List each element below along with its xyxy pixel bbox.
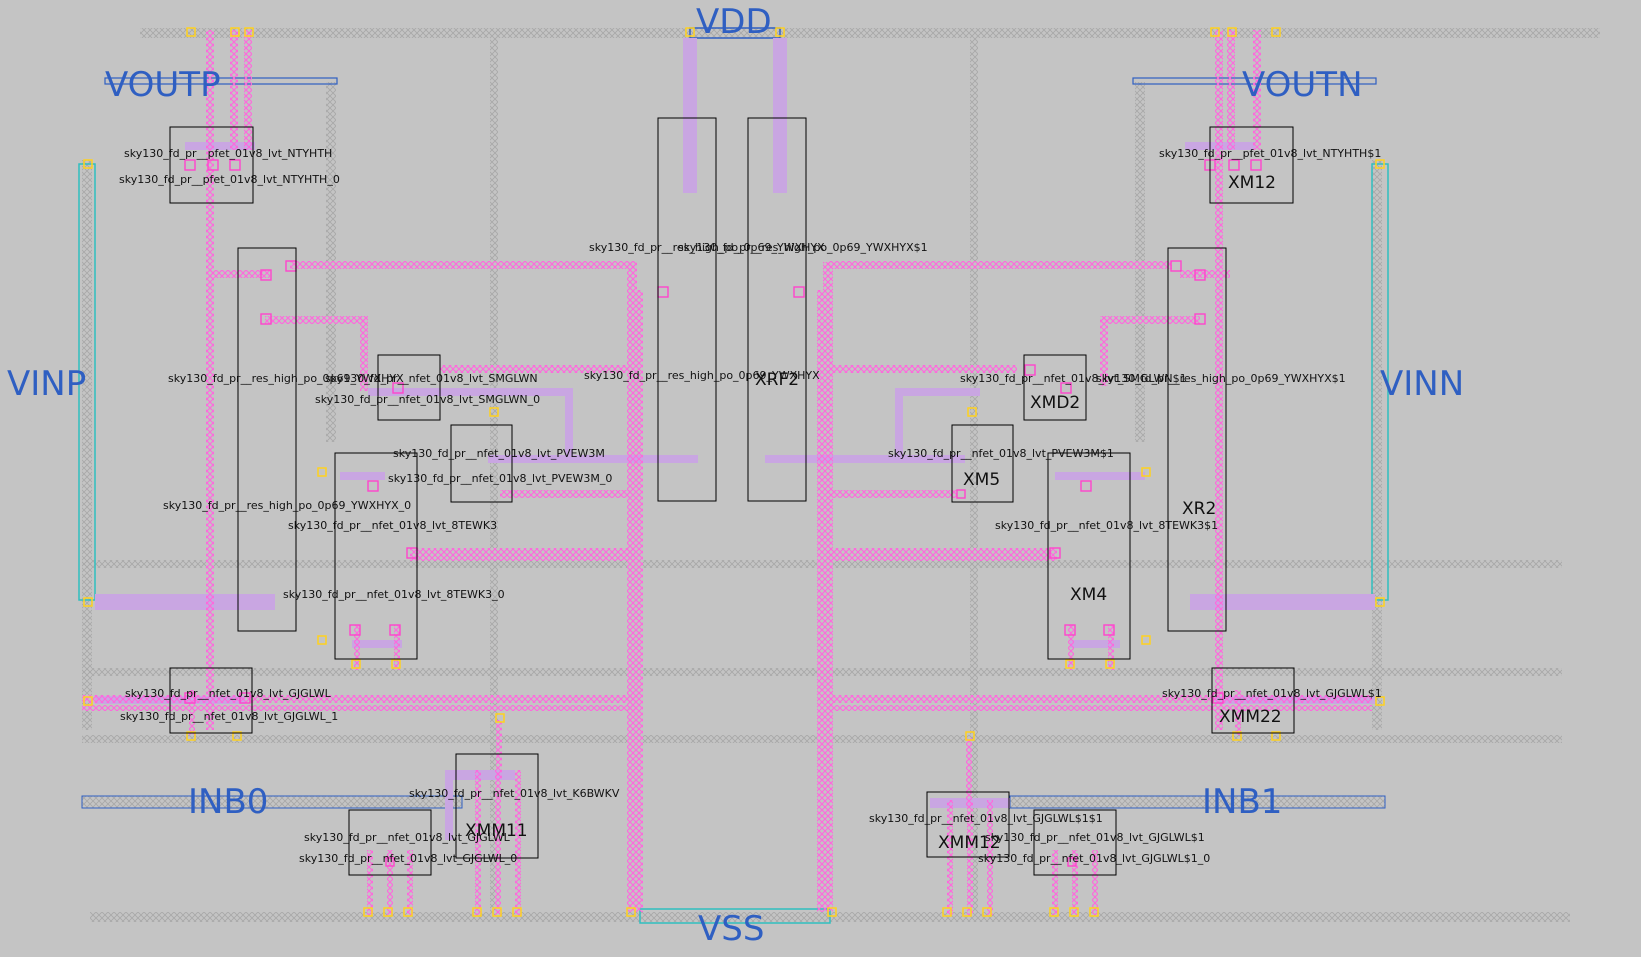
cell-pfet-right bbox=[1209, 126, 1294, 204]
instance-label-xmm12: XMM12 bbox=[938, 833, 1001, 853]
cell-label-smglwn-right: sky130_fd_pr__nfet_01v8_lvt_SMGLWN$1 bbox=[960, 372, 1187, 385]
cell-label-gjg-bottom-right-0: sky130_fd_pr__nfet_01v8_lvt_GJGLWL$1_0 bbox=[978, 852, 1210, 865]
cell-label-res-right: sky130_fd_pr__res_high_po_0p69_YWXHYX$1 bbox=[1096, 372, 1346, 385]
cell-label-pfet-right: sky130_fd_pr__pfet_01v8_lvt_NTYHTH$1 bbox=[1159, 147, 1381, 160]
cell-label-gjg-left: sky130_fd_pr__nfet_01v8_lvt_GJGLWL bbox=[125, 687, 332, 700]
label-vinp: VINP bbox=[7, 364, 86, 404]
instance-label-xm5: XM5 bbox=[963, 470, 1000, 490]
contact-markers bbox=[184, 159, 1262, 867]
cell-res-left bbox=[237, 247, 297, 632]
cell-tewk-right bbox=[1047, 452, 1131, 660]
cell-label-res-center-top: sky130_fd_pr__res_high_po_0p69_YWXHYX bbox=[589, 241, 825, 254]
label-voutp: VOUTP bbox=[105, 65, 221, 105]
cell-pfet-left bbox=[169, 126, 254, 204]
cell-label-tewk-left-0: sky130_fd_pr__nfet_01v8_lvt_8TEWK3_0 bbox=[283, 588, 505, 601]
cell-res-right bbox=[1167, 247, 1227, 632]
cell-smglwn-left bbox=[377, 354, 441, 421]
cell-pvew-right bbox=[951, 424, 1014, 503]
cell-label-gjg-bottom-center: sky130_fd_pr__nfet_01v8_lvt_GJGLWL$1$1 bbox=[869, 812, 1103, 825]
instance-label-xm4: XM4 bbox=[1070, 585, 1107, 605]
cell-label-gjg-right: sky130_fd_pr__nfet_01v8_lvt_GJGLWL$1 bbox=[1162, 687, 1382, 700]
label-inb1: INB1 bbox=[1202, 782, 1282, 822]
instance-label-xmm22: XMM22 bbox=[1219, 707, 1282, 727]
label-vdd: VDD bbox=[696, 2, 772, 42]
cell-label-pfet-left-0: sky130_fd_pr__pfet_01v8_lvt_NTYHTH_0 bbox=[119, 173, 340, 186]
via-markers bbox=[83, 27, 1385, 917]
inb1-pin bbox=[1009, 795, 1386, 809]
cell-outlines bbox=[169, 117, 1295, 876]
vinn-pin bbox=[1371, 163, 1389, 601]
cell-label-gjg-bottom-left-0: sky130_fd_pr__nfet_01v8_lvt_GJGLWL_0 bbox=[299, 852, 517, 865]
cell-res-center-left bbox=[657, 117, 717, 502]
cell-label-smglwn-left: sky130_fd_pr__nfet_01v8_lvt_SMGLWN bbox=[325, 372, 538, 385]
inb0-pin bbox=[81, 795, 463, 809]
cell-gjg-left bbox=[169, 667, 253, 734]
cell-gjg-bottom-center bbox=[926, 791, 1010, 858]
label-voutn: VOUTN bbox=[1242, 65, 1363, 105]
cell-smglwn-right bbox=[1023, 354, 1087, 421]
cell-label-gjg-left-1: sky130_fd_pr__nfet_01v8_lvt_GJGLWL_1 bbox=[120, 710, 338, 723]
metal-layer bbox=[82, 30, 1372, 915]
label-vss: VSS bbox=[698, 909, 764, 949]
cell-label-res-center-top-1: sky130_fd_pr__res_high_po_0p69_YWXHYX$1 bbox=[678, 241, 928, 254]
instance-label-xrf2: XRF2 bbox=[755, 370, 799, 390]
cell-gjg-bottom-left bbox=[348, 809, 432, 876]
vdd-pin bbox=[689, 27, 781, 39]
instance-label-xr2: XR2 bbox=[1182, 499, 1216, 519]
cell-label-tewk-left: sky130_fd_pr__nfet_01v8_lvt_8TEWK3 bbox=[288, 519, 497, 532]
label-vinn: VINN bbox=[1380, 364, 1464, 404]
cell-gjg-right bbox=[1211, 667, 1295, 734]
cell-label-pvew-left-0: sky130_fd_pr__nfet_01v8_lvt_PVEW3M_0 bbox=[388, 472, 612, 485]
cell-label-pvew-left: sky130_fd_pr__nfet_01v8_lvt_PVEW3M bbox=[393, 447, 605, 460]
cell-gjg-bottom-right bbox=[1033, 809, 1117, 876]
cell-label-gjg-bottom-left: sky130_fd_pr__nfet_01v8_lvt_GJGLWL bbox=[304, 831, 511, 844]
cell-label-smglwn-left-0: sky130_fd_pr__nfet_01v8_lvt_SMGLWN_0 bbox=[315, 393, 540, 406]
instance-label-xmd2: XMD2 bbox=[1030, 393, 1080, 413]
instance-label-xmm11: XMM11 bbox=[465, 821, 528, 841]
cell-label-res-left-0: sky130_fd_pr__res_high_po_0p69_YWXHYX_0 bbox=[163, 499, 411, 512]
cell-label-pvew-right: sky130_fd_pr__nfet_01v8_lvt_PVEW3M$1 bbox=[888, 447, 1114, 460]
cell-label-tewk-right: sky130_fd_pr__nfet_01v8_lvt_8TEWK3$1 bbox=[995, 519, 1218, 532]
cell-label-res-left: sky130_fd_pr__res_high_po_0p69_YWXHYX bbox=[168, 372, 404, 385]
cell-label-res-center-mid: sky130_fd_pr__res_high_po_0p69_YWXHYX bbox=[584, 369, 820, 382]
cell-k6b bbox=[455, 753, 539, 859]
cell-pvew-left bbox=[450, 424, 513, 503]
cell-res-center-right bbox=[747, 117, 807, 502]
cell-label-pfet-left: sky130_fd_pr__pfet_01v8_lvt_NTYHTH bbox=[124, 147, 332, 160]
instance-label-xm12: XM12 bbox=[1228, 173, 1276, 193]
cell-label-gjg-bottom-right: sky130_fd_pr__nfet_01v8_lvt_GJGLWL$1 bbox=[985, 831, 1205, 844]
cell-label-k6b: sky130_fd_pr__nfet_01v8_lvt_K6BWKV bbox=[409, 787, 620, 800]
label-inb0: INB0 bbox=[188, 782, 268, 822]
vinp-pin bbox=[78, 163, 96, 601]
cell-tewk-left bbox=[334, 452, 418, 660]
voutp-pin bbox=[104, 77, 338, 85]
